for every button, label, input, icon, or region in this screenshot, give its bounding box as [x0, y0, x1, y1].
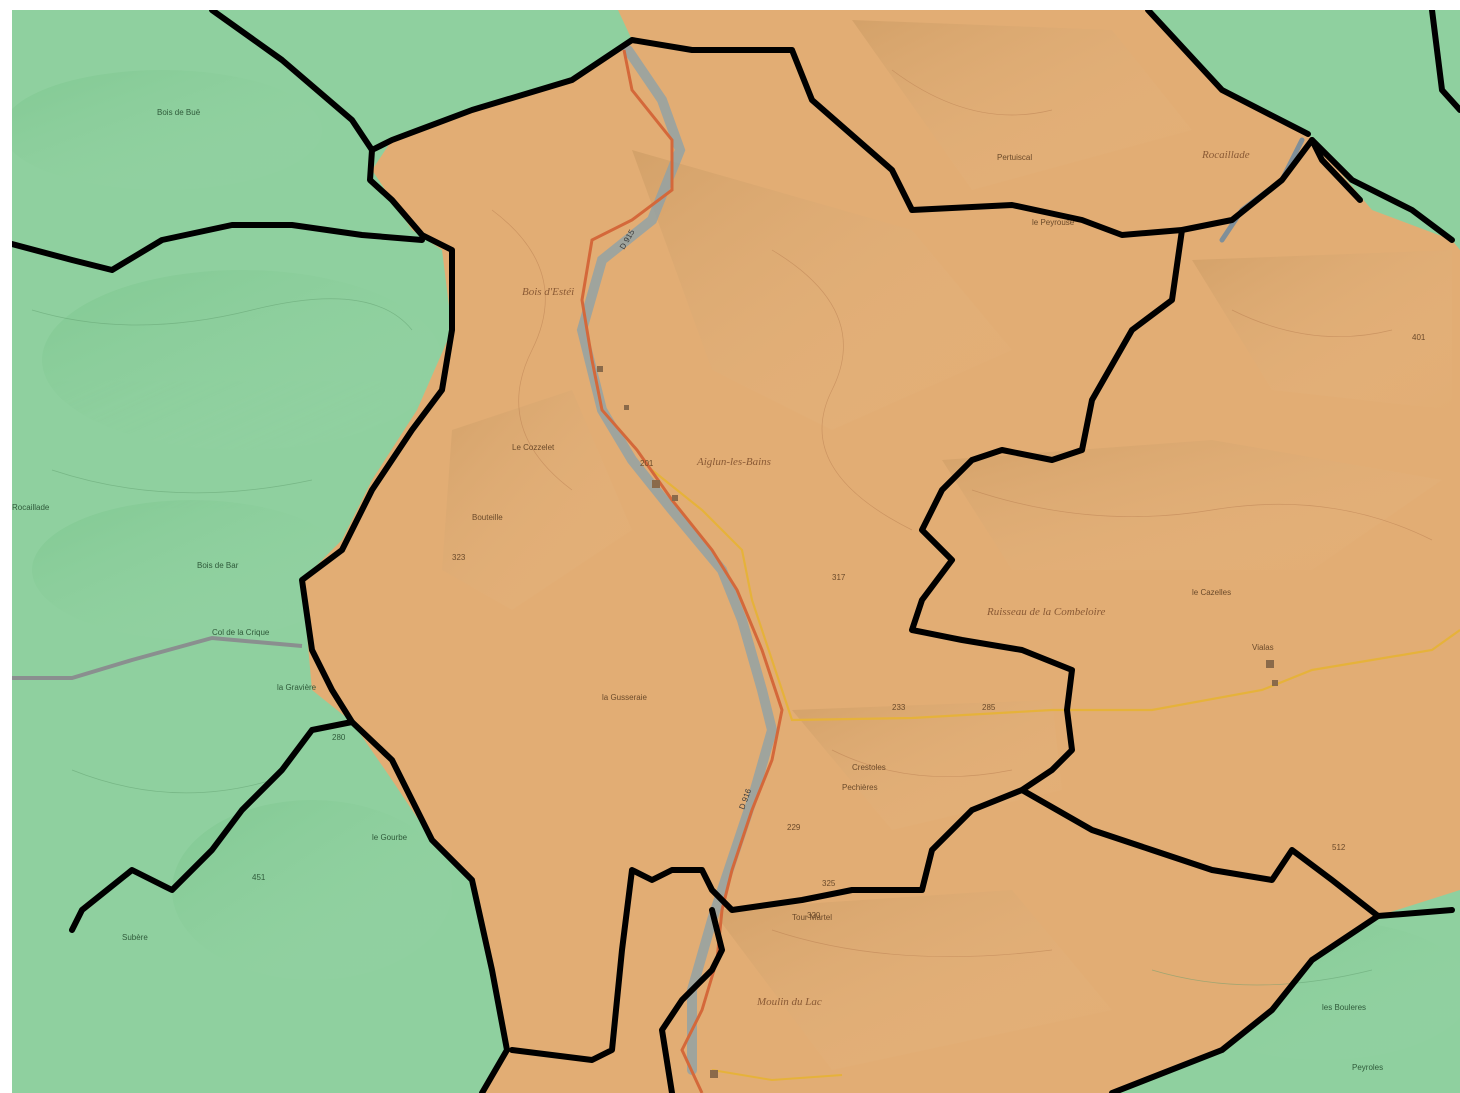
right-edge-zone: [1432, 10, 1460, 110]
contour-lines: [491, 69, 1433, 957]
place-label: Pechières: [842, 783, 878, 792]
place-label: le Peyrouse: [1032, 218, 1075, 227]
place-label: Bois de Buë: [157, 108, 201, 117]
spot-heights: 201 320 325 229 401 512 285 233 317 323 …: [252, 333, 1426, 920]
commune-boundaries: [12, 10, 1460, 1093]
map-canvas[interactable]: Aiglun-les-Bains Le Cozzelet la Gusserai…: [12, 10, 1460, 1093]
place-label: Rocaillade: [12, 503, 50, 512]
place-label: Le Cozzelet: [512, 443, 555, 452]
place-label: Subère: [122, 933, 148, 942]
place-label: Pertuiscal: [997, 153, 1032, 162]
spot-height: 325: [822, 879, 836, 888]
place-label: les Bouleres: [1322, 1003, 1366, 1012]
spot-height: 451: [252, 873, 266, 882]
spot-height: 320: [807, 911, 821, 920]
river: [576, 45, 778, 1075]
place-label: la Gravière: [277, 683, 317, 692]
place-label: Peyroles: [1352, 1063, 1383, 1072]
place-label: Crestoles: [852, 763, 886, 772]
brown-relief: [442, 20, 1452, 1070]
place-label: le Cazelles: [1192, 588, 1231, 597]
place-label: Ruisseau de la Combeloire: [986, 606, 1106, 618]
secondary-road: [651, 469, 1460, 722]
place-label: Bois d'Estéi: [522, 286, 574, 298]
place-label: la Gusseraie: [602, 693, 647, 702]
spot-height: 201: [640, 459, 654, 468]
spot-height: 512: [1332, 843, 1346, 852]
green-contours: [31, 298, 1373, 986]
spot-height: 317: [832, 573, 846, 582]
place-label: le Gourbe: [372, 833, 408, 842]
settlement-markers: [597, 366, 1278, 1078]
spot-height: 285: [982, 703, 996, 712]
spot-height: 229: [787, 823, 801, 832]
secondary-road-south: [711, 1069, 843, 1082]
place-label: Col de la Crique: [212, 628, 270, 637]
place-label: Bois de Bar: [197, 561, 239, 570]
place-label: Bouteille: [472, 513, 503, 522]
spot-height: 233: [892, 703, 906, 712]
place-label: Rocaillade: [1201, 149, 1250, 161]
spot-height: 323: [452, 553, 466, 562]
map-frame: Aiglun-les-Bains Le Cozzelet la Gusserai…: [12, 10, 1460, 1093]
place-label: Aiglun-les-Bains: [696, 456, 771, 468]
main-road: [580, 49, 784, 1093]
place-label: Tour Martel: [792, 913, 832, 922]
place-label: Moulin du Lac: [756, 996, 822, 1008]
regional-road-west: [12, 635, 303, 680]
spot-height: 401: [1412, 333, 1426, 342]
place-label: Vialas: [1252, 643, 1274, 652]
spot-height: 280: [332, 733, 346, 742]
